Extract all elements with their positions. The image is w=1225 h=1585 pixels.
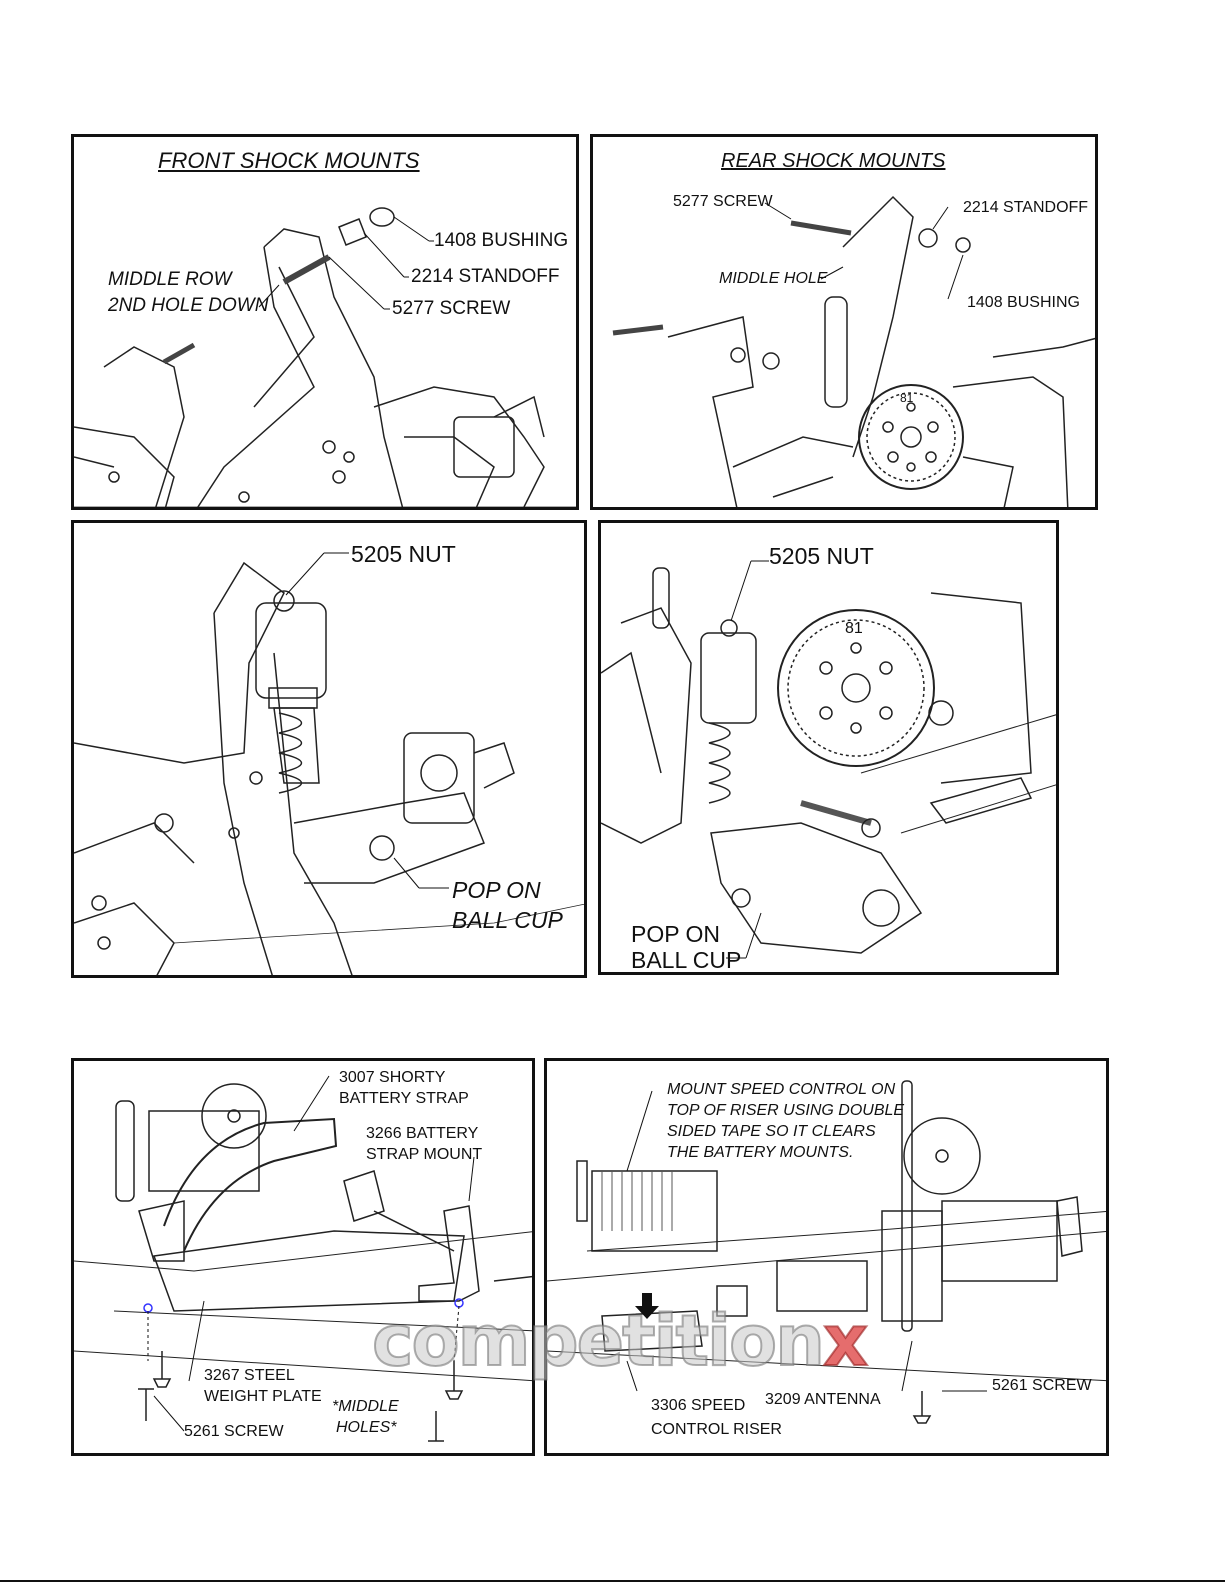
middle-row-label: MIDDLE ROW (108, 269, 232, 290)
mount-note-line-1: MOUNT SPEED CONTROL ON (667, 1081, 896, 1098)
rear-standoff-label: 2214 STANDOFF (963, 199, 1089, 216)
rear-shock-panel: 81 5205 NUT POP ON BALL CUP (598, 520, 1059, 975)
bushing-label: 1408 BUSHING (434, 230, 569, 251)
screw-label: 5277 SCREW (392, 298, 511, 319)
rear-shock-mounts-drawing: 81 (612, 195, 1095, 507)
strap-label: 3007 SHORTY (339, 1069, 446, 1086)
weight-plate-label-2: WEIGHT PLATE (204, 1388, 322, 1405)
middle-holes-label: *MIDDLE (332, 1398, 399, 1415)
front-shock-mounts-drawing (74, 207, 576, 507)
rear-pop-on-label: POP ON (631, 921, 721, 947)
rear-shock-drawing: 81 (601, 560, 1056, 959)
page-bottom-rule (0, 1580, 1225, 1582)
rear-bushing-label: 1408 BUSHING (967, 294, 1080, 311)
rear-ball-cup-label: BALL CUP (631, 947, 742, 973)
mount-note-line-3: SIDED TAPE SO IT CLEARS (667, 1123, 876, 1140)
front-pop-on-label: POP ON (452, 877, 541, 903)
strap-label-2: BATTERY STRAP (339, 1090, 469, 1107)
riser-label-2: CONTROL RISER (651, 1421, 782, 1438)
strap-mount-label: 3266 BATTERY (366, 1125, 479, 1142)
front-shock-mounts-title: FRONT SHOCK MOUNTS (158, 148, 420, 173)
mount-note-line-4: THE BATTERY MOUNTS. (667, 1144, 854, 1161)
rear-shock-mounts-panel: 81 REAR SHOCK MOUNTS 5277 SCREW 2214 STA… (590, 134, 1098, 510)
rear-shock-mounts-title: REAR SHOCK MOUNTS (721, 150, 946, 172)
second-hole-label: 2ND HOLE DOWN (108, 295, 269, 316)
battery-strap-panel: 3007 SHORTY BATTERY STRAP 3266 BATTERY S… (71, 1058, 535, 1456)
battery-screw-label: 5261 SCREW (184, 1423, 284, 1440)
front-ball-cup-label: BALL CUP (452, 907, 563, 933)
antenna-label: 3209 ANTENNA (765, 1391, 881, 1408)
mount-note-line-2: TOP OF RISER USING DOUBLE (667, 1102, 905, 1119)
riser-label: 3306 SPEED (651, 1397, 746, 1414)
speed-control-screw-label: 5261 SCREW (992, 1377, 1092, 1394)
strap-mount-label-2: STRAP MOUNT (366, 1146, 483, 1163)
competitionx-watermark: competitionx (371, 1299, 869, 1383)
front-shock-drawing (74, 552, 584, 975)
rear-shock-gear-number: 81 (845, 620, 863, 637)
weight-plate-label: 3267 STEEL (204, 1367, 295, 1384)
middle-hole-label: MIDDLE HOLE (719, 270, 828, 287)
rear-screw-label: 5277 SCREW (673, 193, 773, 210)
middle-holes-label-2: HOLES* (336, 1419, 397, 1436)
speed-control-panel: MOUNT SPEED CONTROL ON TOP OF RISER USIN… (544, 1058, 1109, 1456)
front-shock-mounts-panel: FRONT SHOCK MOUNTS 1408 BUSHING 2214 STA… (71, 134, 579, 510)
rear-gear-number: 81 (900, 391, 914, 405)
speed-control-drawing (547, 1080, 1106, 1424)
front-shock-panel: 5205 NUT POP ON BALL CUP (71, 520, 587, 978)
watermark-text: competition (371, 1299, 826, 1383)
battery-strap-drawing (74, 1075, 532, 1442)
standoff-label: 2214 STANDOFF (411, 266, 560, 287)
watermark-accent: x (822, 1299, 869, 1383)
rear-nut-label: 5205 NUT (769, 543, 874, 569)
front-nut-label: 5205 NUT (351, 541, 456, 567)
